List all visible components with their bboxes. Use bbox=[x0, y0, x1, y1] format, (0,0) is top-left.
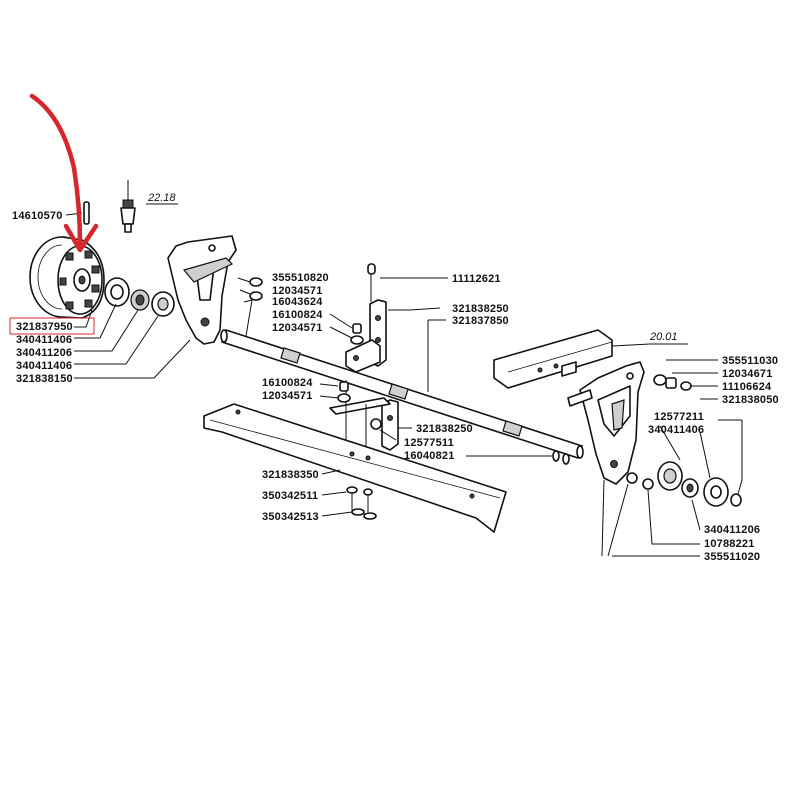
lower-bracket bbox=[329, 380, 399, 458]
label-11112621: 11112621 bbox=[452, 273, 501, 285]
upper-bracket bbox=[345, 263, 387, 373]
part-labels: 14610570 321837950 340411406 340411206 3… bbox=[12, 210, 779, 563]
label-12034571-c: 12034571 bbox=[262, 390, 313, 402]
label-340411206-b: 340411206 bbox=[704, 524, 760, 536]
label-14610570: 14610570 bbox=[12, 210, 63, 222]
label-340411406-a: 340411406 bbox=[16, 334, 72, 346]
red-arrow-indicator bbox=[29, 93, 83, 247]
label-321838250-a: 321838250 bbox=[452, 303, 509, 315]
label-355511030: 355511030 bbox=[722, 355, 778, 367]
label-11106624: 11106624 bbox=[722, 381, 772, 393]
label-340411406-c: 340411406 bbox=[648, 424, 704, 436]
label-12034571-a: 12034571 bbox=[272, 285, 323, 297]
ref-20-01: 20.01 bbox=[649, 331, 678, 343]
screws bbox=[346, 486, 377, 520]
ref-22-18: 22.18 bbox=[147, 192, 176, 204]
label-321838250-b: 321838250 bbox=[416, 423, 473, 435]
label-16043624: 16043624 bbox=[272, 296, 323, 308]
label-12034571-b: 12034571 bbox=[272, 322, 323, 334]
label-321838350: 321838350 bbox=[262, 469, 319, 481]
highlight-box bbox=[9, 317, 95, 335]
label-321838050: 321838050 bbox=[722, 394, 779, 406]
pulley-assembly bbox=[29, 180, 175, 319]
label-355511020: 355511020 bbox=[704, 551, 760, 563]
hardware-left-top bbox=[245, 277, 364, 403]
label-321837850: 321837850 bbox=[452, 315, 509, 327]
knife-bar bbox=[203, 403, 507, 533]
right-side-plate bbox=[567, 361, 645, 485]
label-321838150: 321838150 bbox=[16, 373, 73, 385]
label-350342513: 350342513 bbox=[262, 511, 319, 523]
label-350342511: 350342511 bbox=[262, 490, 318, 502]
label-12577211: 12577211 bbox=[654, 411, 704, 423]
label-16100824-b: 16100824 bbox=[262, 377, 313, 389]
label-340411406-b: 340411406 bbox=[16, 360, 72, 372]
red-annotation bbox=[9, 93, 99, 335]
left-side-plate bbox=[167, 235, 237, 345]
label-321837950: 321837950 bbox=[16, 321, 73, 333]
main-shaft bbox=[220, 329, 584, 465]
right-hardware bbox=[626, 374, 742, 507]
red-arrowhead bbox=[63, 223, 99, 253]
leader-lines bbox=[65, 203, 743, 557]
label-12577511: 12577511 bbox=[404, 437, 454, 449]
label-16040821: 16040821 bbox=[404, 450, 455, 462]
label-10788221: 10788221 bbox=[704, 538, 755, 550]
label-340411206-a: 340411206 bbox=[16, 347, 72, 359]
label-355510820: 355510820 bbox=[272, 272, 329, 284]
frame-channel bbox=[493, 329, 613, 389]
label-16100824-a: 16100824 bbox=[272, 309, 323, 321]
label-12034671: 12034671 bbox=[722, 368, 773, 380]
